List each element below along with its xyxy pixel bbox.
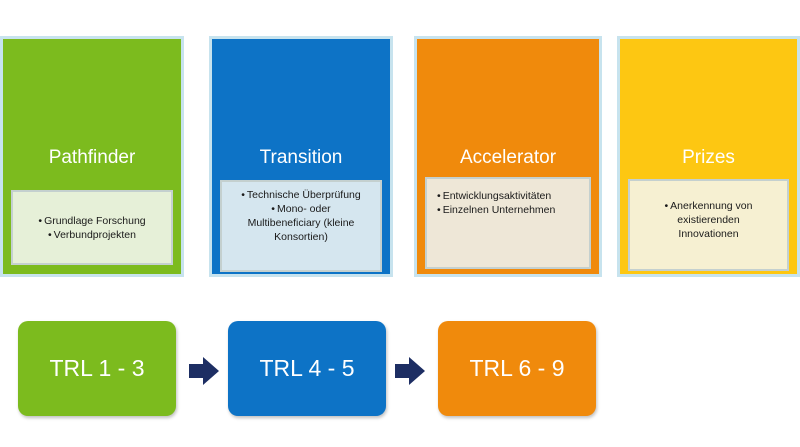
card-transition: Transition Technische Überprüfung Mono- … <box>209 36 393 277</box>
card-title-accelerator: Accelerator <box>459 147 557 168</box>
card-box-transition: Technische Überprüfung Mono- oder Multib… <box>220 180 382 272</box>
card-title-prizes: Prizes <box>682 147 735 168</box>
list-item: Verbundprojekten <box>19 228 165 242</box>
card-box-pathfinder: Grundlage Forschung Verbundprojekten <box>11 190 173 265</box>
list-item: Mono- oder Multibeneficiary (kleine Kons… <box>228 202 374 244</box>
list-item: Entwicklungsaktivitäten <box>437 189 583 203</box>
card-pathfinder: Pathfinder Grundlage Forschung Verbundpr… <box>0 36 184 277</box>
list-item: Grundlage Forschung <box>19 214 165 228</box>
list-item: Technische Überprüfung <box>228 188 374 202</box>
card-accelerator: Accelerator Entwicklungsaktivitäten Einz… <box>414 36 602 277</box>
card-prizes: Prizes Anerkennung von existierenden Inn… <box>617 36 800 277</box>
trl-box-6-9: TRL 6 - 9 <box>438 321 596 416</box>
card-box-prizes: Anerkennung von existierenden Innovation… <box>628 179 789 271</box>
trl-box-4-5: TRL 4 - 5 <box>228 321 386 416</box>
card-box-accelerator: Entwicklungsaktivitäten Einzelnen Untern… <box>425 177 591 269</box>
trl-box-1-3: TRL 1 - 3 <box>18 321 176 416</box>
list-item: Anerkennung von existierenden Innovation… <box>636 199 781 241</box>
list-item: Einzelnen Unternehmen <box>437 203 583 217</box>
card-title-pathfinder: Pathfinder <box>48 147 136 168</box>
card-title-transition: Transition <box>259 147 343 168</box>
